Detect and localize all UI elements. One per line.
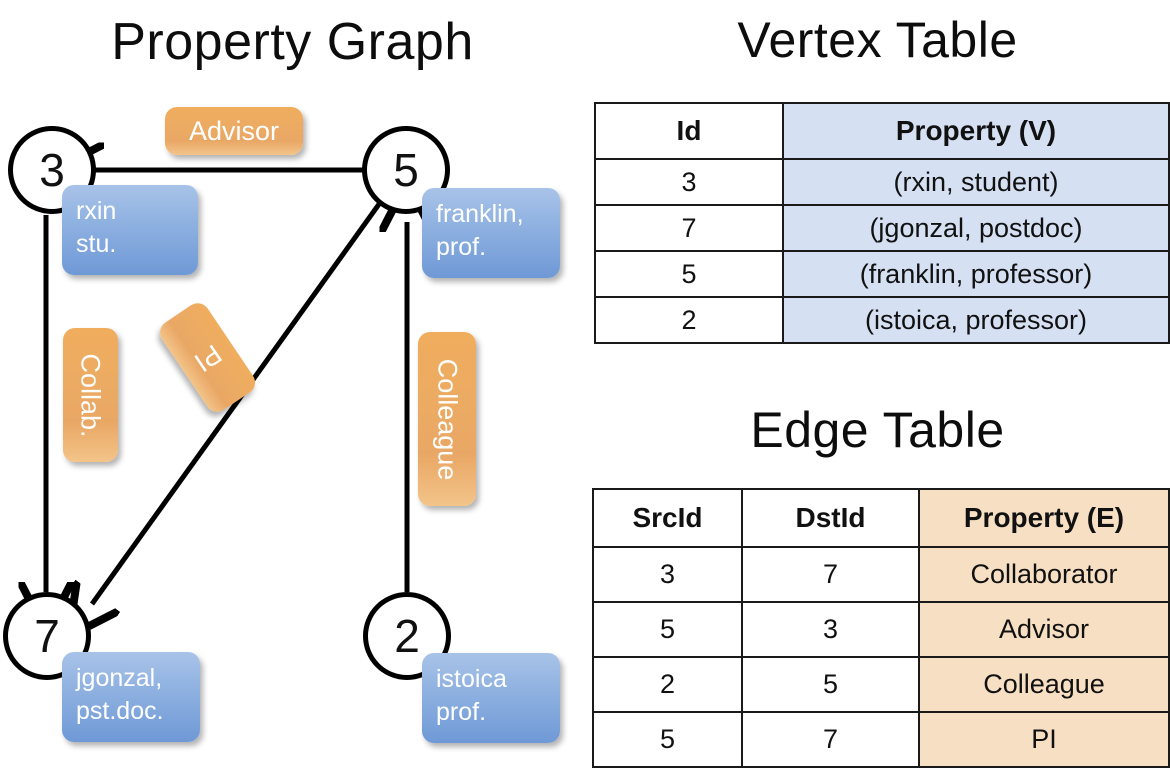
table-row: 5 3 Advisor — [592, 601, 1170, 658]
edge-dst-cell: 7 — [741, 711, 920, 768]
table-header-row: SrcId DstId Property (E) — [592, 488, 1170, 548]
edge-src-cell: 3 — [592, 546, 743, 603]
vertex-id-cell: 7 — [594, 204, 784, 252]
vertex-property-line: prof. — [436, 233, 487, 261]
table-row: 7 (jgonzal, postdoc) — [594, 204, 1170, 252]
vertex-id-cell: 3 — [594, 158, 784, 206]
edge-table: SrcId DstId Property (E) 3 7 Collaborato… — [592, 488, 1170, 768]
vertex-property-bubble-franklin: franklin, prof. — [422, 188, 560, 278]
vertex-property-bubble-jgonzal: jgonzal, pst.doc. — [62, 652, 200, 742]
vertex-table-header-id: Id — [594, 102, 784, 160]
edge-table-header-srcid: SrcId — [592, 488, 743, 548]
property-graph-diagram: 3 5 7 2 rxin stu. franklin, prof. jgonza… — [0, 0, 585, 760]
graph-node-5-label: 5 — [393, 144, 419, 196]
edge-label-bubble-collaborator: Collab. — [63, 328, 118, 462]
vertex-property-line: rxin — [76, 197, 117, 225]
table-row: 5 (franklin, professor) — [594, 250, 1170, 298]
page-title-property-graph: Property Graph — [111, 13, 474, 71]
edge-label-text: Colleague — [432, 358, 463, 480]
page-title-vertex-table: Vertex Table — [737, 12, 1018, 68]
table-row: 3 7 Collaborator — [592, 546, 1170, 603]
vertex-property-line: pst.doc. — [76, 697, 164, 725]
graph-edge-arrows — [0, 0, 585, 760]
table-row: 5 7 PI — [592, 711, 1170, 768]
edge-property-cell: Colleague — [918, 656, 1170, 713]
vertex-property-line: jgonzal, — [76, 664, 163, 692]
table-row: 3 (rxin, student) — [594, 158, 1170, 206]
edge-label-text: PI — [188, 338, 227, 378]
vertex-property-line: prof. — [436, 698, 487, 726]
edge-label-bubble-advisor: Advisor — [165, 107, 303, 155]
vertex-property-line: franklin, — [436, 200, 524, 228]
vertex-table: Id Property (V) 3 (rxin, student) 7 (jgo… — [594, 102, 1170, 344]
vertex-table-header-property: Property (V) — [782, 102, 1170, 160]
table-header-row: Id Property (V) — [594, 102, 1170, 160]
edge-label-bubble-colleague: Colleague — [418, 332, 476, 506]
table-row: 2 (istoica, professor) — [594, 296, 1170, 344]
vertex-property-bubble-istoica: istoica prof. — [422, 653, 560, 743]
edge-src-cell: 5 — [592, 711, 743, 768]
edge-src-cell: 5 — [592, 601, 743, 658]
table-row: 2 5 Colleague — [592, 656, 1170, 713]
vertex-property-bubble-rxin: rxin stu. — [62, 185, 198, 275]
graph-node-7-label: 7 — [34, 610, 60, 662]
edge-property-cell: Collaborator — [918, 546, 1170, 603]
edge-table-header-property: Property (E) — [918, 488, 1170, 548]
graph-node-3-label: 3 — [39, 144, 65, 196]
graph-node-2-label: 2 — [394, 610, 420, 662]
vertex-property-cell: (jgonzal, postdoc) — [782, 204, 1170, 252]
vertex-property-cell: (franklin, professor) — [782, 250, 1170, 298]
graph-node-2[interactable]: 2 — [363, 592, 451, 680]
vertex-id-cell: 2 — [594, 296, 784, 344]
edge-label-text: Collab. — [76, 352, 107, 438]
edge-property-cell: PI — [918, 711, 1170, 768]
vertex-id-cell: 5 — [594, 250, 784, 298]
edge-property-cell: Advisor — [918, 601, 1170, 658]
edge-src-cell: 2 — [592, 656, 743, 713]
vertex-property-cell: (istoica, professor) — [782, 296, 1170, 344]
edge-dst-cell: 3 — [741, 601, 920, 658]
vertex-property-cell: (rxin, student) — [782, 158, 1170, 206]
page-title-edge-table: Edge Table — [750, 402, 1005, 458]
edge-dst-cell: 7 — [741, 546, 920, 603]
edge-table-header-dstid: DstId — [741, 488, 920, 548]
vertex-property-line: istoica — [436, 665, 507, 693]
edge-dst-cell: 5 — [741, 656, 920, 713]
vertex-property-line: stu. — [76, 230, 117, 258]
edge-arrow-pi — [92, 198, 385, 604]
edge-label-text: Advisor — [188, 115, 280, 146]
